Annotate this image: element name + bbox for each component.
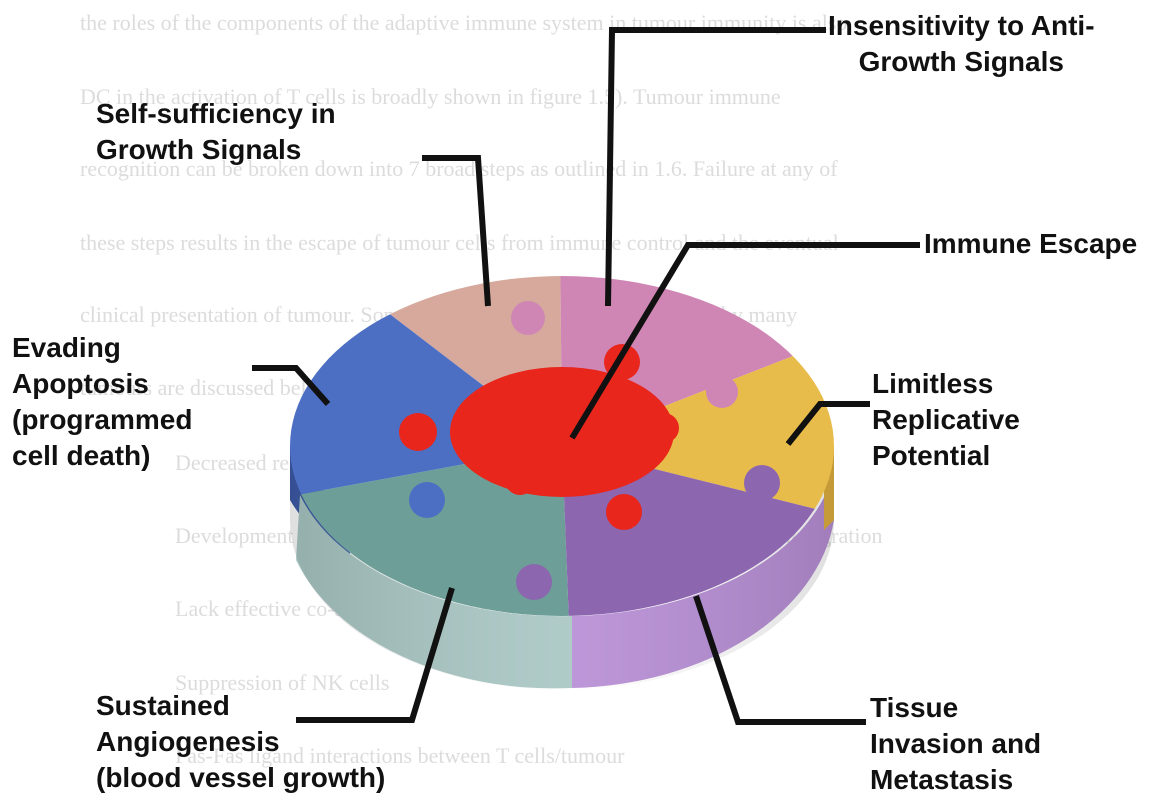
knob-bottom-right <box>744 465 780 501</box>
leader-replicative <box>785 401 870 446</box>
center-knob-right <box>649 413 679 443</box>
knob-bottom-left <box>409 482 445 518</box>
label-tissue-invasion-and-metastasis: Tissue Invasion and Metastasis <box>870 692 1042 795</box>
center-piece-immune-escape <box>399 344 679 530</box>
knob-top <box>511 301 545 335</box>
knob-right <box>706 376 738 408</box>
leader-angiogenesis <box>296 587 455 723</box>
center-knob-bottom <box>505 465 535 495</box>
label-sustained-angiogenesis: Sustained Angiogenesis (blood vessel gro… <box>96 690 386 793</box>
center-knob-left <box>399 413 437 451</box>
leader-apoptosis <box>252 365 331 406</box>
knob-bottom <box>516 564 552 600</box>
center-piece-body <box>450 367 674 497</box>
leader-invasion <box>693 595 866 725</box>
leader-immune-escape <box>569 242 920 440</box>
leader-lines <box>252 27 920 725</box>
sector-angiogenesis <box>290 446 572 616</box>
label-limitless-replicative-potential: Limitless Replicative Potential <box>872 368 1020 471</box>
leader-self-sufficiency <box>422 155 491 307</box>
sector-replicative <box>562 330 834 520</box>
label-self-sufficiency-in-growth-signals: Self-sufficiency in Growth Signals <box>96 98 336 165</box>
label-insensitivity-to-anti-growth-signals: Insensitivity to Anti- Growth Signals <box>828 10 1095 77</box>
label-immune-escape: Immune Escape <box>924 228 1138 259</box>
disc-side-shading <box>290 446 834 690</box>
knob-left <box>394 348 430 384</box>
label-evading-apoptosis: Evading Apoptosis (programmed cell death… <box>12 332 193 471</box>
leader-anti-growth <box>605 27 826 307</box>
center-knob-bottom-right <box>606 494 642 530</box>
